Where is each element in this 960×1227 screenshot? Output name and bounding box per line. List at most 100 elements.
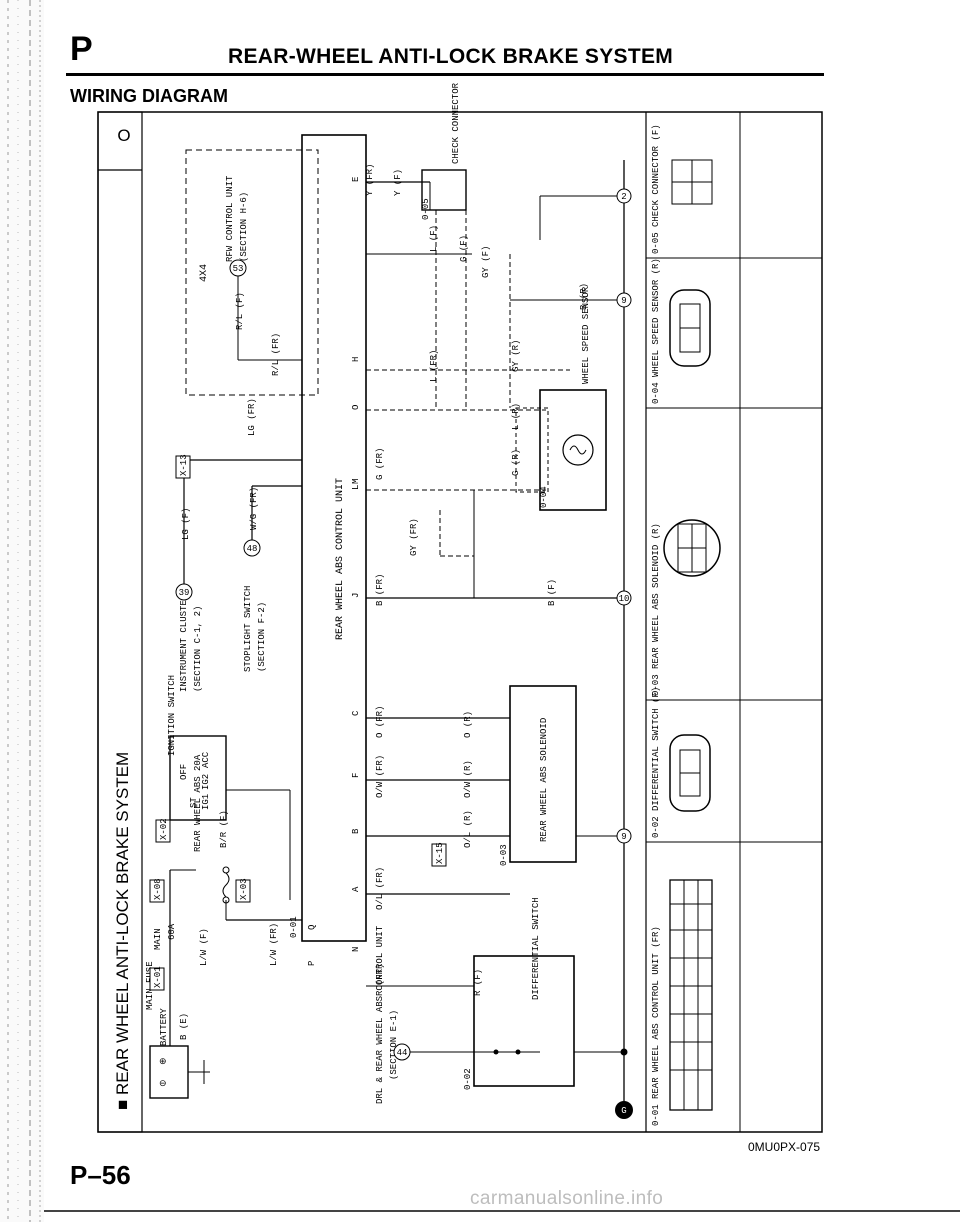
svg-text:X-01: X-01 <box>153 966 163 988</box>
abs-fuse-symbol <box>222 866 230 904</box>
rfw-unit-pin: 53 <box>233 264 244 274</box>
ign-pos-ig1: IG1 <box>201 794 211 810</box>
wire-label: L/W (FR) <box>269 923 279 966</box>
main-fuse-amps: 60A <box>167 923 177 940</box>
wire-label: O (R) <box>463 711 473 738</box>
wire-label: G (FR) <box>375 448 385 480</box>
legend-check-connector: 0-05 CHECK CONNECTOR (F) <box>651 124 661 254</box>
speed-sensor-coil <box>562 434 594 466</box>
terminal-markers: 2 9 10 9 <box>576 188 632 844</box>
wire-label: R (F) <box>473 969 483 996</box>
wire-label: LG (FR) <box>247 398 257 436</box>
wire-label: Y (FR) <box>365 164 375 196</box>
legend-solenoid: 0-03 REAR WHEEL ABS SOLENOID (R) <box>651 523 661 696</box>
wire-labels: L/W (F)L/W (FR)R (FR)R (F)O/L (FR)O/W (F… <box>199 164 589 996</box>
battery-symbol: ⊕ ⊖ <box>149 1045 210 1099</box>
check-connector-label: CHECK CONNECTOR <box>451 82 461 164</box>
instrument-clusters-section: (SECTION C-1, 2) <box>193 606 203 692</box>
speed-sensor-body <box>539 389 607 511</box>
wire-label: O (FR) <box>375 706 385 738</box>
rfw-unit-label: RFW CONTROL UNIT <box>225 175 235 262</box>
abs-fuse-label: REAR WHEEL ABS 20A <box>193 754 203 852</box>
ign-pos-st: ST <box>189 797 199 808</box>
pin-letter-j: J <box>351 593 361 598</box>
stoplight-switch-pin: 48 <box>247 544 258 554</box>
speed-sensor-label: WHEEL SPEED SENSOR <box>581 286 591 384</box>
svg-text:0-03: 0-03 <box>499 844 509 866</box>
ignition-switch-label: IGNITION SWITCH <box>167 675 177 756</box>
control-unit-body <box>301 134 367 942</box>
ign-pos-acc: ACC <box>201 751 211 768</box>
wire-label: L/W (F) <box>199 928 209 966</box>
section-subtitle: WIRING DIAGRAM <box>70 86 228 106</box>
wire-label: G (F) <box>459 235 469 262</box>
stoplight-switch-wire: W/G (FR) <box>249 487 259 530</box>
svg-text:9: 9 <box>621 832 626 842</box>
solenoid-label: REAR WHEEL ABS SOLENOID <box>539 718 549 842</box>
wire-label: R/L (FR) <box>271 333 281 376</box>
svg-text:G: G <box>621 1106 626 1116</box>
wire-label: O/W (R) <box>463 760 473 798</box>
binding-edge <box>0 0 44 1222</box>
legend-diff-switch: 0-02 DIFFERENTIAL SWITCH (F) <box>651 687 661 838</box>
wire-label: B (F) <box>547 579 557 606</box>
svg-text:0-04: 0-04 <box>539 486 549 508</box>
diff-switch-face <box>669 734 711 812</box>
wire-label: GY (FR) <box>409 518 419 556</box>
svg-text:X-13: X-13 <box>179 454 189 476</box>
four-by-four-label: 4X4 <box>199 264 210 282</box>
drl-unit-section: (SECTION E-1) <box>389 1010 399 1080</box>
wire-label: O/L (FR) <box>375 867 385 910</box>
ign-pos-ig2: IG2 <box>201 774 211 790</box>
solenoid-face <box>663 519 721 577</box>
stoplight-switch-label: STOPLIGHT SWITCH <box>243 586 253 672</box>
control-unit-label: REAR WHEEL ABS CONTROL UNIT <box>335 478 346 640</box>
pin-letter-f: F <box>351 773 361 778</box>
wire-label: GY (R) <box>511 340 521 372</box>
main-fuse-main: MAIN <box>153 928 163 950</box>
footer-rule <box>44 1210 960 1212</box>
svg-text:⊖: ⊖ <box>159 1079 167 1089</box>
page-number: P–56 <box>70 1160 131 1190</box>
svg-text:X-02: X-02 <box>159 818 169 840</box>
wire-label: B (FR) <box>375 574 385 606</box>
svg-text:2: 2 <box>621 192 626 202</box>
pin-letter-p: P <box>307 961 317 966</box>
svg-text:0-01: 0-01 <box>289 916 299 938</box>
pin-letter-o: O <box>351 405 361 410</box>
legend-speed-sensor: 0-04 WHEEL SPEED SENSOR (R) <box>651 258 661 404</box>
rfw-unit-section: (SECTION H-6) <box>239 192 249 262</box>
svg-text:X-15: X-15 <box>435 842 445 864</box>
pin-letter-a: A <box>351 886 361 892</box>
svg-text:X-03: X-03 <box>239 878 249 900</box>
header-rule <box>66 73 824 76</box>
pin-letter-b: B <box>351 828 361 834</box>
instrument-clusters-wire: LG (F) <box>181 508 191 540</box>
pin-letter-m: M <box>351 479 361 484</box>
wire-label: G (R) <box>511 449 521 476</box>
diff-switch-body <box>473 955 575 1087</box>
pin-letter-e: E <box>351 177 361 182</box>
wire-label: GY (F) <box>481 246 491 278</box>
wire-label: L (R) <box>511 403 521 430</box>
wire-label: B/R (F) <box>219 810 229 848</box>
band-marker: O <box>117 126 130 145</box>
figure-code: 0MU0PX-075 <box>748 1140 821 1154</box>
stoplight-switch-section: (SECTION F-2) <box>257 602 267 672</box>
rfw-unit-wire: R/L (F) <box>235 292 245 330</box>
wire-label: O/W (FR) <box>375 755 385 798</box>
connector-tags: X-01 X-08 X-02 X-03 X-13 X-15 <box>149 454 447 991</box>
svg-text:10: 10 <box>619 594 630 604</box>
pin-letter-l: L <box>351 485 361 490</box>
page-title: REAR-WHEEL ANTI-LOCK BRAKE SYSTEM <box>228 45 674 68</box>
pin-letter-h: H <box>351 357 361 362</box>
instrument-clusters-pin: 39 <box>179 588 190 598</box>
diff-switch-label: DIFFERENTIAL SWITCH <box>531 897 541 1000</box>
instrument-clusters-label: INSTRUMENT CLUSTERS <box>179 589 189 692</box>
svg-text:0-05: 0-05 <box>421 198 431 220</box>
ground-symbol: G <box>615 1101 633 1119</box>
wire-label: O/L (R) <box>463 810 473 848</box>
drl-unit-pin: 44 <box>397 1048 408 1058</box>
